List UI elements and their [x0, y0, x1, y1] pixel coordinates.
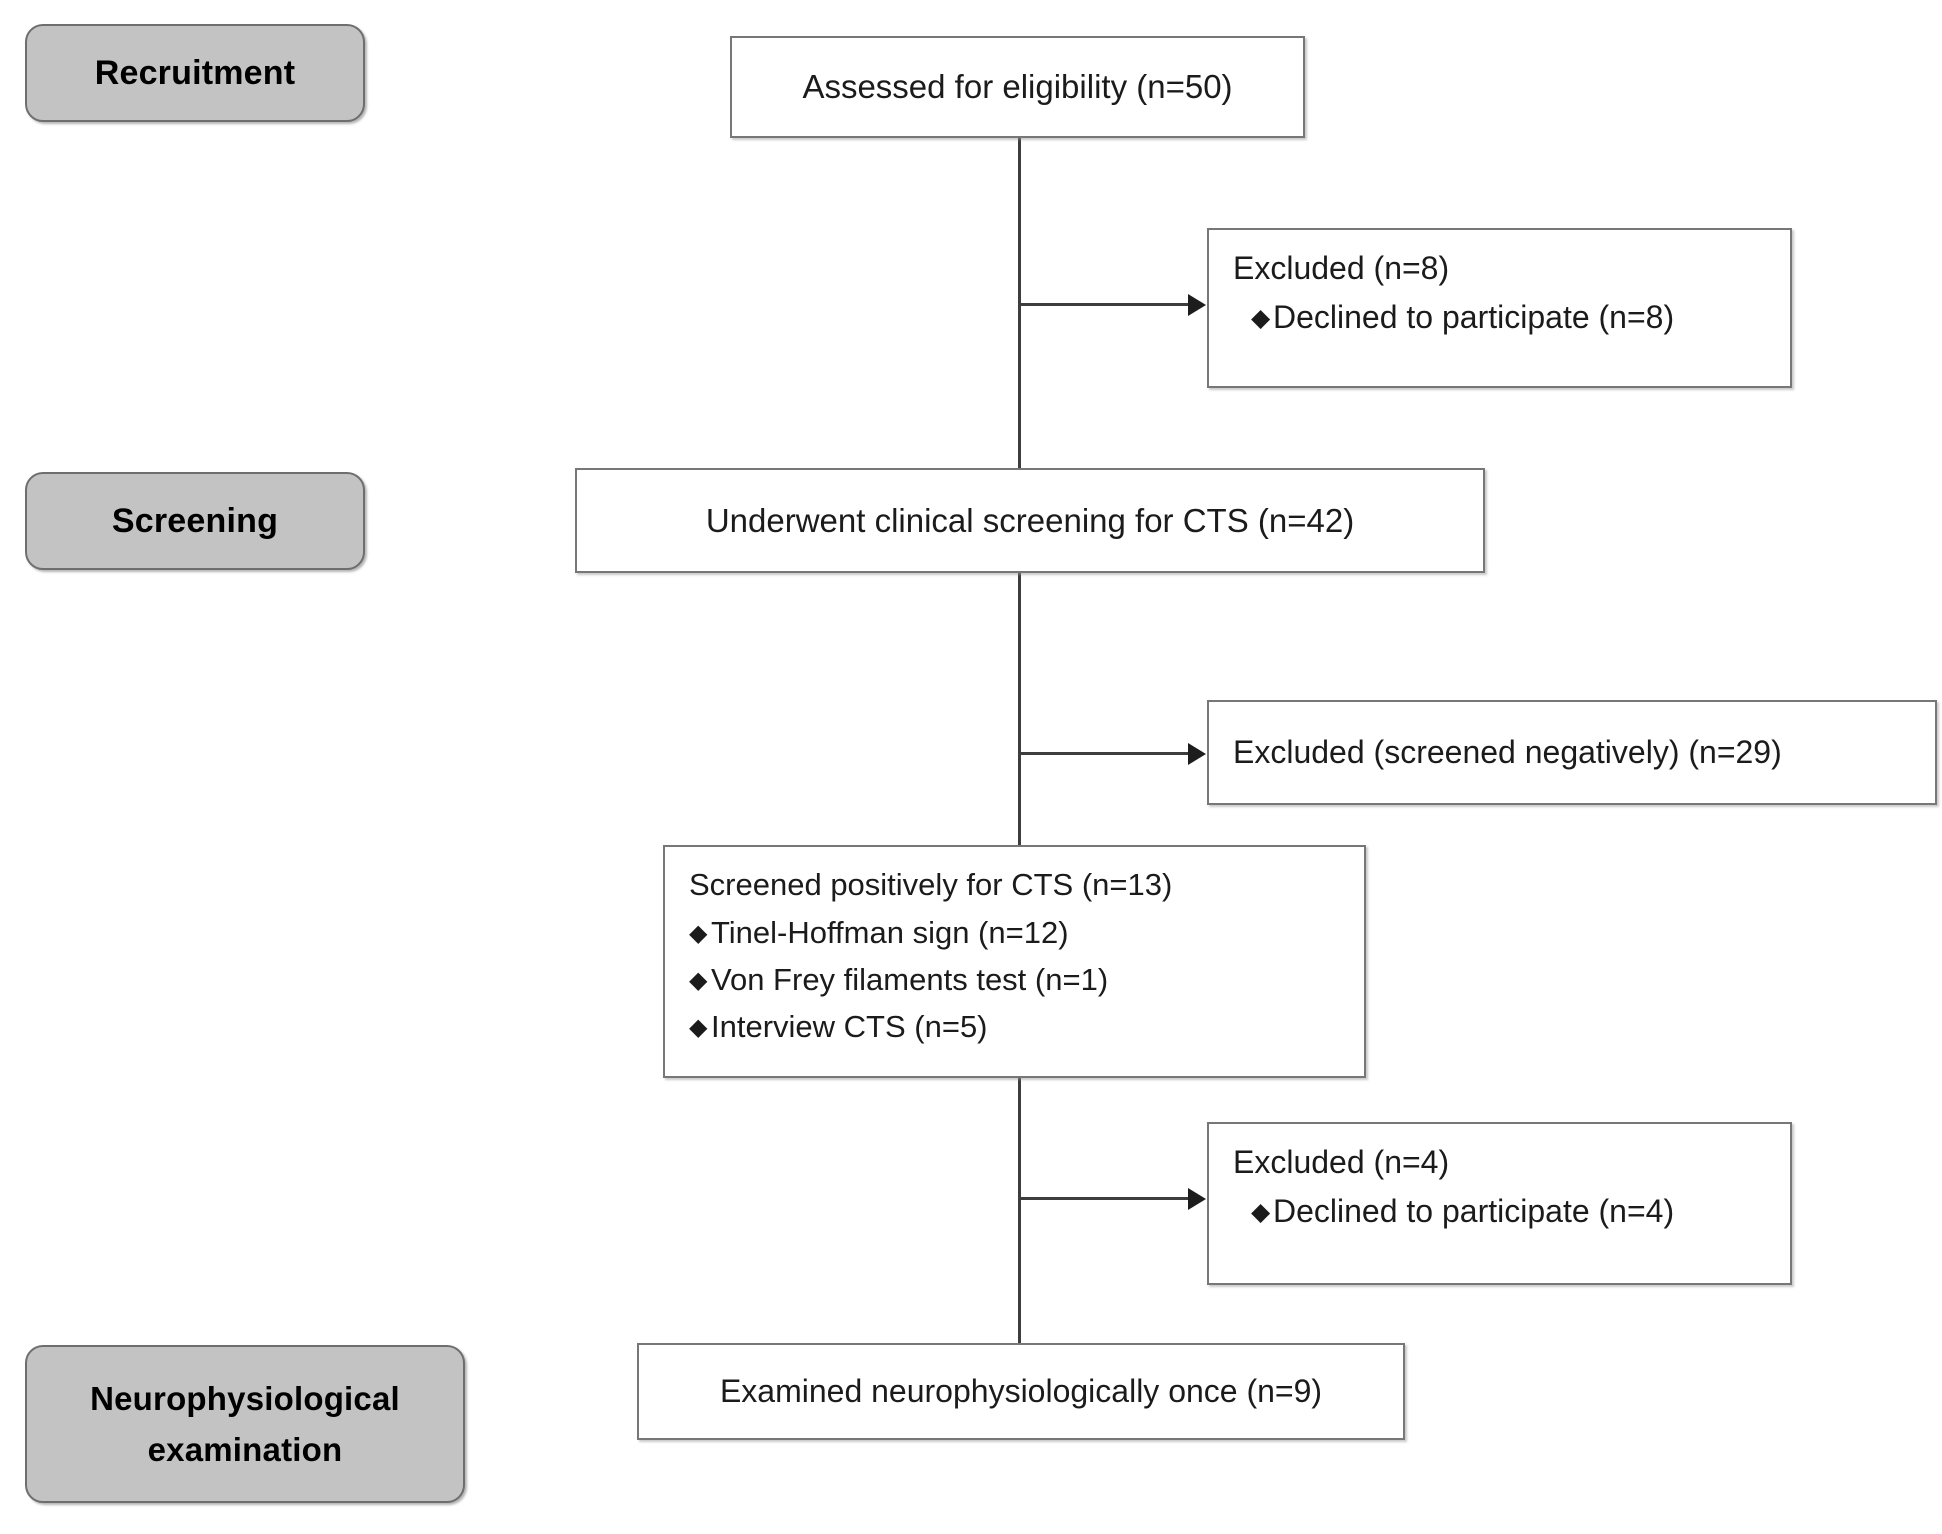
list-item-label: Von Frey filaments test (n=1)	[711, 962, 1109, 998]
flow-box-screened-positively-list: ◆Tinel-Hoffman sign (n=12) ◆Von Frey fil…	[689, 909, 1364, 1050]
arrow-head-excluded-3	[1188, 1188, 1206, 1210]
stage-label-screening-text: Screening	[111, 501, 279, 540]
connector-branch-excluded-1	[1018, 303, 1190, 306]
list-item-label: Tinel-Hoffman sign (n=12)	[711, 915, 1069, 950]
stage-label-recruitment: Recruitment	[25, 24, 365, 122]
connector-spine-segment-3	[1018, 1076, 1021, 1345]
flow-box-excluded-1: Excluded (n=8) ◆Declined to participate …	[1207, 228, 1792, 388]
flow-box-screened-positively: Screened positively for CTS (n=13) ◆Tine…	[663, 845, 1366, 1078]
flow-box-assessed-title: Assessed for eligibility (n=50)	[802, 68, 1233, 105]
flow-box-underwent-screening: Underwent clinical screening for CTS (n=…	[575, 468, 1485, 573]
list-item-label: Declined to participate (n=4)	[1273, 1193, 1675, 1229]
flow-box-excluded-1-title: Excluded (n=8)	[1233, 250, 1450, 286]
stage-label-neurophysiological-examination: Neurophysiological examination	[25, 1345, 465, 1503]
flow-box-excluded-2: Excluded (screened negatively) (n=29)	[1207, 700, 1937, 805]
diamond-bullet-icon: ◆	[689, 1014, 708, 1042]
list-item-label: Declined to participate (n=8)	[1273, 299, 1675, 335]
stage-label-neuro-line-2: examination	[147, 1431, 343, 1468]
flow-box-excluded-3-list: ◆Declined to participate (n=4)	[1233, 1187, 1790, 1236]
list-item: ◆Declined to participate (n=8)	[1233, 293, 1790, 342]
list-item: ◆Von Frey filaments test (n=1)	[689, 956, 1364, 1003]
list-item: ◆Tinel-Hoffman sign (n=12)	[689, 909, 1364, 956]
list-item: ◆Interview CTS (n=5)	[689, 1003, 1364, 1050]
list-item-label: Interview CTS (n=5)	[711, 1009, 988, 1045]
connector-spine-segment-2	[1018, 571, 1021, 847]
diamond-bullet-icon: ◆	[689, 920, 708, 947]
stage-label-neuro-line-1: Neurophysiological	[90, 1379, 400, 1417]
connector-branch-excluded-3	[1018, 1197, 1190, 1200]
arrow-head-excluded-1	[1188, 294, 1206, 316]
diamond-bullet-icon: ◆	[1251, 304, 1271, 332]
diamond-bullet-icon: ◆	[689, 967, 708, 995]
flow-box-excluded-3-title: Excluded (n=4)	[1233, 1144, 1450, 1180]
flow-box-excluded-3: Excluded (n=4) ◆Declined to participate …	[1207, 1122, 1792, 1285]
connector-branch-excluded-2	[1018, 752, 1190, 755]
flow-box-excluded-1-list: ◆Declined to participate (n=8)	[1233, 293, 1790, 342]
arrow-head-excluded-2	[1188, 743, 1206, 765]
flow-box-examined-title: Examined neurophysiologically once (n=9)	[719, 1373, 1323, 1409]
stage-label-recruitment-text: Recruitment	[94, 53, 296, 92]
flow-box-excluded-2-title: Excluded (screened negatively) (n=29)	[1233, 734, 1782, 770]
flow-box-screened-positively-title: Screened positively for CTS (n=13)	[689, 867, 1173, 902]
list-item: ◆Declined to participate (n=4)	[1233, 1187, 1790, 1236]
flow-box-assessed: Assessed for eligibility (n=50)	[730, 36, 1305, 138]
stage-label-screening: Screening	[25, 472, 365, 570]
flow-box-examined: Examined neurophysiologically once (n=9)	[637, 1343, 1405, 1440]
diamond-bullet-icon: ◆	[1251, 1198, 1271, 1226]
flow-box-underwent-screening-title: Underwent clinical screening for CTS (n=…	[705, 501, 1355, 539]
